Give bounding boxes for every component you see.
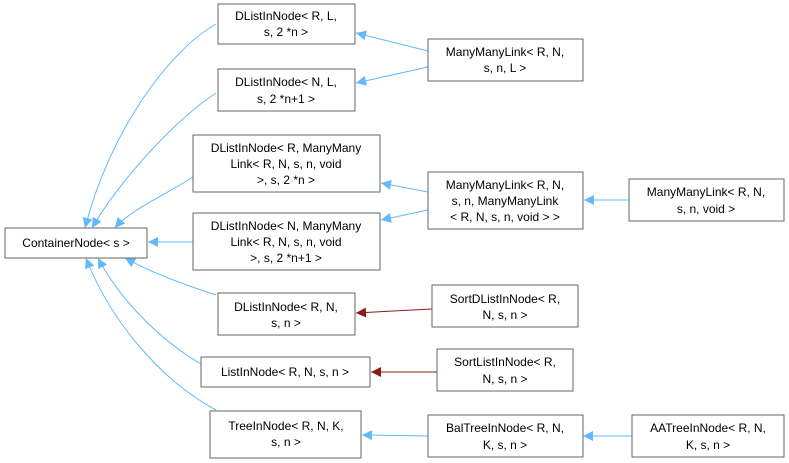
node-dlist-nl-label-2: s, 2 *n+1 > xyxy=(257,92,315,106)
node-bal-tree-label-2: K, s, n > xyxy=(483,438,527,452)
node-tree-rnk-box xyxy=(209,410,362,459)
node-sort-list[interactable]: SortListInNode< R, N, s, n > xyxy=(436,348,574,392)
node-dlist-nmm-label-2: Link< R, N, s, n, void xyxy=(230,235,341,249)
node-mml-mid-label-3: < R, N, s, n, void > > xyxy=(450,210,560,224)
node-dlist-rl[interactable]: DListInNode< R, L, s, 2 *n > xyxy=(217,3,356,45)
node-mml-void-label-2: s, n, void > xyxy=(677,202,735,216)
node-container[interactable]: ContainerNode< s > xyxy=(4,227,148,259)
node-dlist-rmm-box xyxy=(192,134,381,193)
node-bal-tree[interactable]: BalTreeInNode< R, N, K, s, n > xyxy=(427,414,584,458)
node-sort-list-label-1: SortListInNode< R, xyxy=(454,355,556,369)
node-aa-tree[interactable]: AATreeInNode< R, N, K, s, n > xyxy=(631,414,785,458)
node-container-box xyxy=(4,227,148,259)
node-aa-tree-label-1: AATreeInNode< R, N, xyxy=(650,421,766,435)
node-dlist-nmm[interactable]: DListInNode< N, ManyMany Link< R, N, s, … xyxy=(192,212,381,271)
edge-dlist-rmm-to-container xyxy=(114,176,194,229)
node-mml-mid-label-1: ManyManyLink< R, N, xyxy=(446,178,564,192)
node-mml-mid-label-2: s, n, ManyManyLink xyxy=(452,194,560,208)
edge-mml-rnl-to-dlist-rl xyxy=(355,30,429,52)
node-dlist-nl[interactable]: DListInNode< N, L, s, 2 *n+1 > xyxy=(217,68,356,112)
node-dlist-rmm-label-2: Link< R, N, s, n, void xyxy=(230,157,341,171)
node-mml-void-box xyxy=(628,178,785,222)
node-mml-mid-box xyxy=(427,171,584,230)
node-dlist-rn[interactable]: DListInNode< R, N, s, n > xyxy=(217,292,356,336)
node-sort-dlist-label-1: SortDListInNode< R, xyxy=(450,292,560,306)
node-tree-rnk-label-2: s, n > xyxy=(271,435,301,449)
node-bal-tree-box xyxy=(427,414,584,458)
node-dlist-rl-label-1: DListInNode< R, L, xyxy=(235,9,337,23)
node-list-rn-box xyxy=(200,356,371,388)
edge-dlist-rn-to-container xyxy=(124,257,217,296)
node-dlist-rmm-label-1: DListInNode< R, ManyMany xyxy=(211,141,361,155)
node-sort-dlist[interactable]: SortDListInNode< R, N, s, n > xyxy=(431,284,579,328)
node-dlist-rn-box xyxy=(217,292,356,336)
node-list-rn[interactable]: ListInNode< R, N, s, n > xyxy=(200,356,371,388)
node-dlist-nl-box xyxy=(217,68,356,112)
node-dlist-nl-label-1: DListInNode< N, L, xyxy=(235,75,337,89)
node-aa-tree-box xyxy=(631,414,785,458)
node-mml-void[interactable]: ManyManyLink< R, N, s, n, void > xyxy=(628,178,785,222)
edge-mml-mid-to-dlist-rmm xyxy=(380,179,429,193)
edge-tree-rnk-to-container xyxy=(84,257,217,411)
node-sort-list-box xyxy=(436,348,574,392)
node-aa-tree-label-2: K, s, n > xyxy=(686,438,730,452)
node-sort-list-label-2: N, s, n > xyxy=(482,372,527,386)
node-sort-dlist-label-2: N, s, n > xyxy=(482,308,527,322)
node-dlist-rl-label-2: s, 2 *n > xyxy=(264,25,308,39)
edge-list-rn-to-container xyxy=(97,257,202,365)
node-mml-void-label-1: ManyManyLink< R, N, xyxy=(647,185,765,199)
edge-dlist-nl-to-container xyxy=(91,92,217,229)
node-tree-rnk-label-1: TreeInNode< R, N, K, xyxy=(228,419,343,433)
node-tree-rnk[interactable]: TreeInNode< R, N, K, s, n > xyxy=(209,410,362,459)
node-bal-tree-label-1: BalTreeInNode< R, N, xyxy=(446,421,564,435)
node-dlist-rl-box xyxy=(217,3,356,45)
edge-bal-tree-to-tree-rnk xyxy=(361,430,429,441)
node-dlist-rn-label-1: DListInNode< R, N, xyxy=(234,300,338,314)
node-mml-mid[interactable]: ManyManyLink< R, N, s, n, ManyManyLink <… xyxy=(427,171,584,230)
node-mml-rnl-label-1: ManyManyLink< R, N, xyxy=(446,45,564,59)
node-container-label-1: ContainerNode< s > xyxy=(22,236,129,250)
node-list-rn-label-1: ListInNode< R, N, s, n > xyxy=(221,365,349,379)
node-dlist-nmm-box xyxy=(192,212,381,271)
node-dlist-rmm[interactable]: DListInNode< R, ManyMany Link< R, N, s, … xyxy=(192,134,381,193)
node-mml-rnl-label-2: s, n, L > xyxy=(484,61,527,75)
node-dlist-rmm-label-3: >, s, 2 *n > xyxy=(257,173,315,187)
edge-sort-dlist-to-dlist-rn xyxy=(355,307,433,318)
edge-dlist-rl-to-container xyxy=(82,23,217,229)
edges-group xyxy=(82,23,632,441)
edge-mml-mid-to-dlist-nmm xyxy=(380,209,429,223)
node-sort-dlist-box xyxy=(431,284,579,328)
node-mml-rnl[interactable]: ManyManyLink< R, N, s, n, L > xyxy=(427,38,584,82)
node-dlist-rn-label-2: s, n > xyxy=(271,316,301,330)
node-mml-rnl-box xyxy=(427,38,584,82)
node-dlist-nmm-label-1: DListInNode< N, ManyMany xyxy=(211,219,361,233)
edge-mml-rnl-to-dlist-nl xyxy=(355,66,429,86)
node-dlist-nmm-label-3: >, s, 2 *n+1 > xyxy=(250,251,322,265)
